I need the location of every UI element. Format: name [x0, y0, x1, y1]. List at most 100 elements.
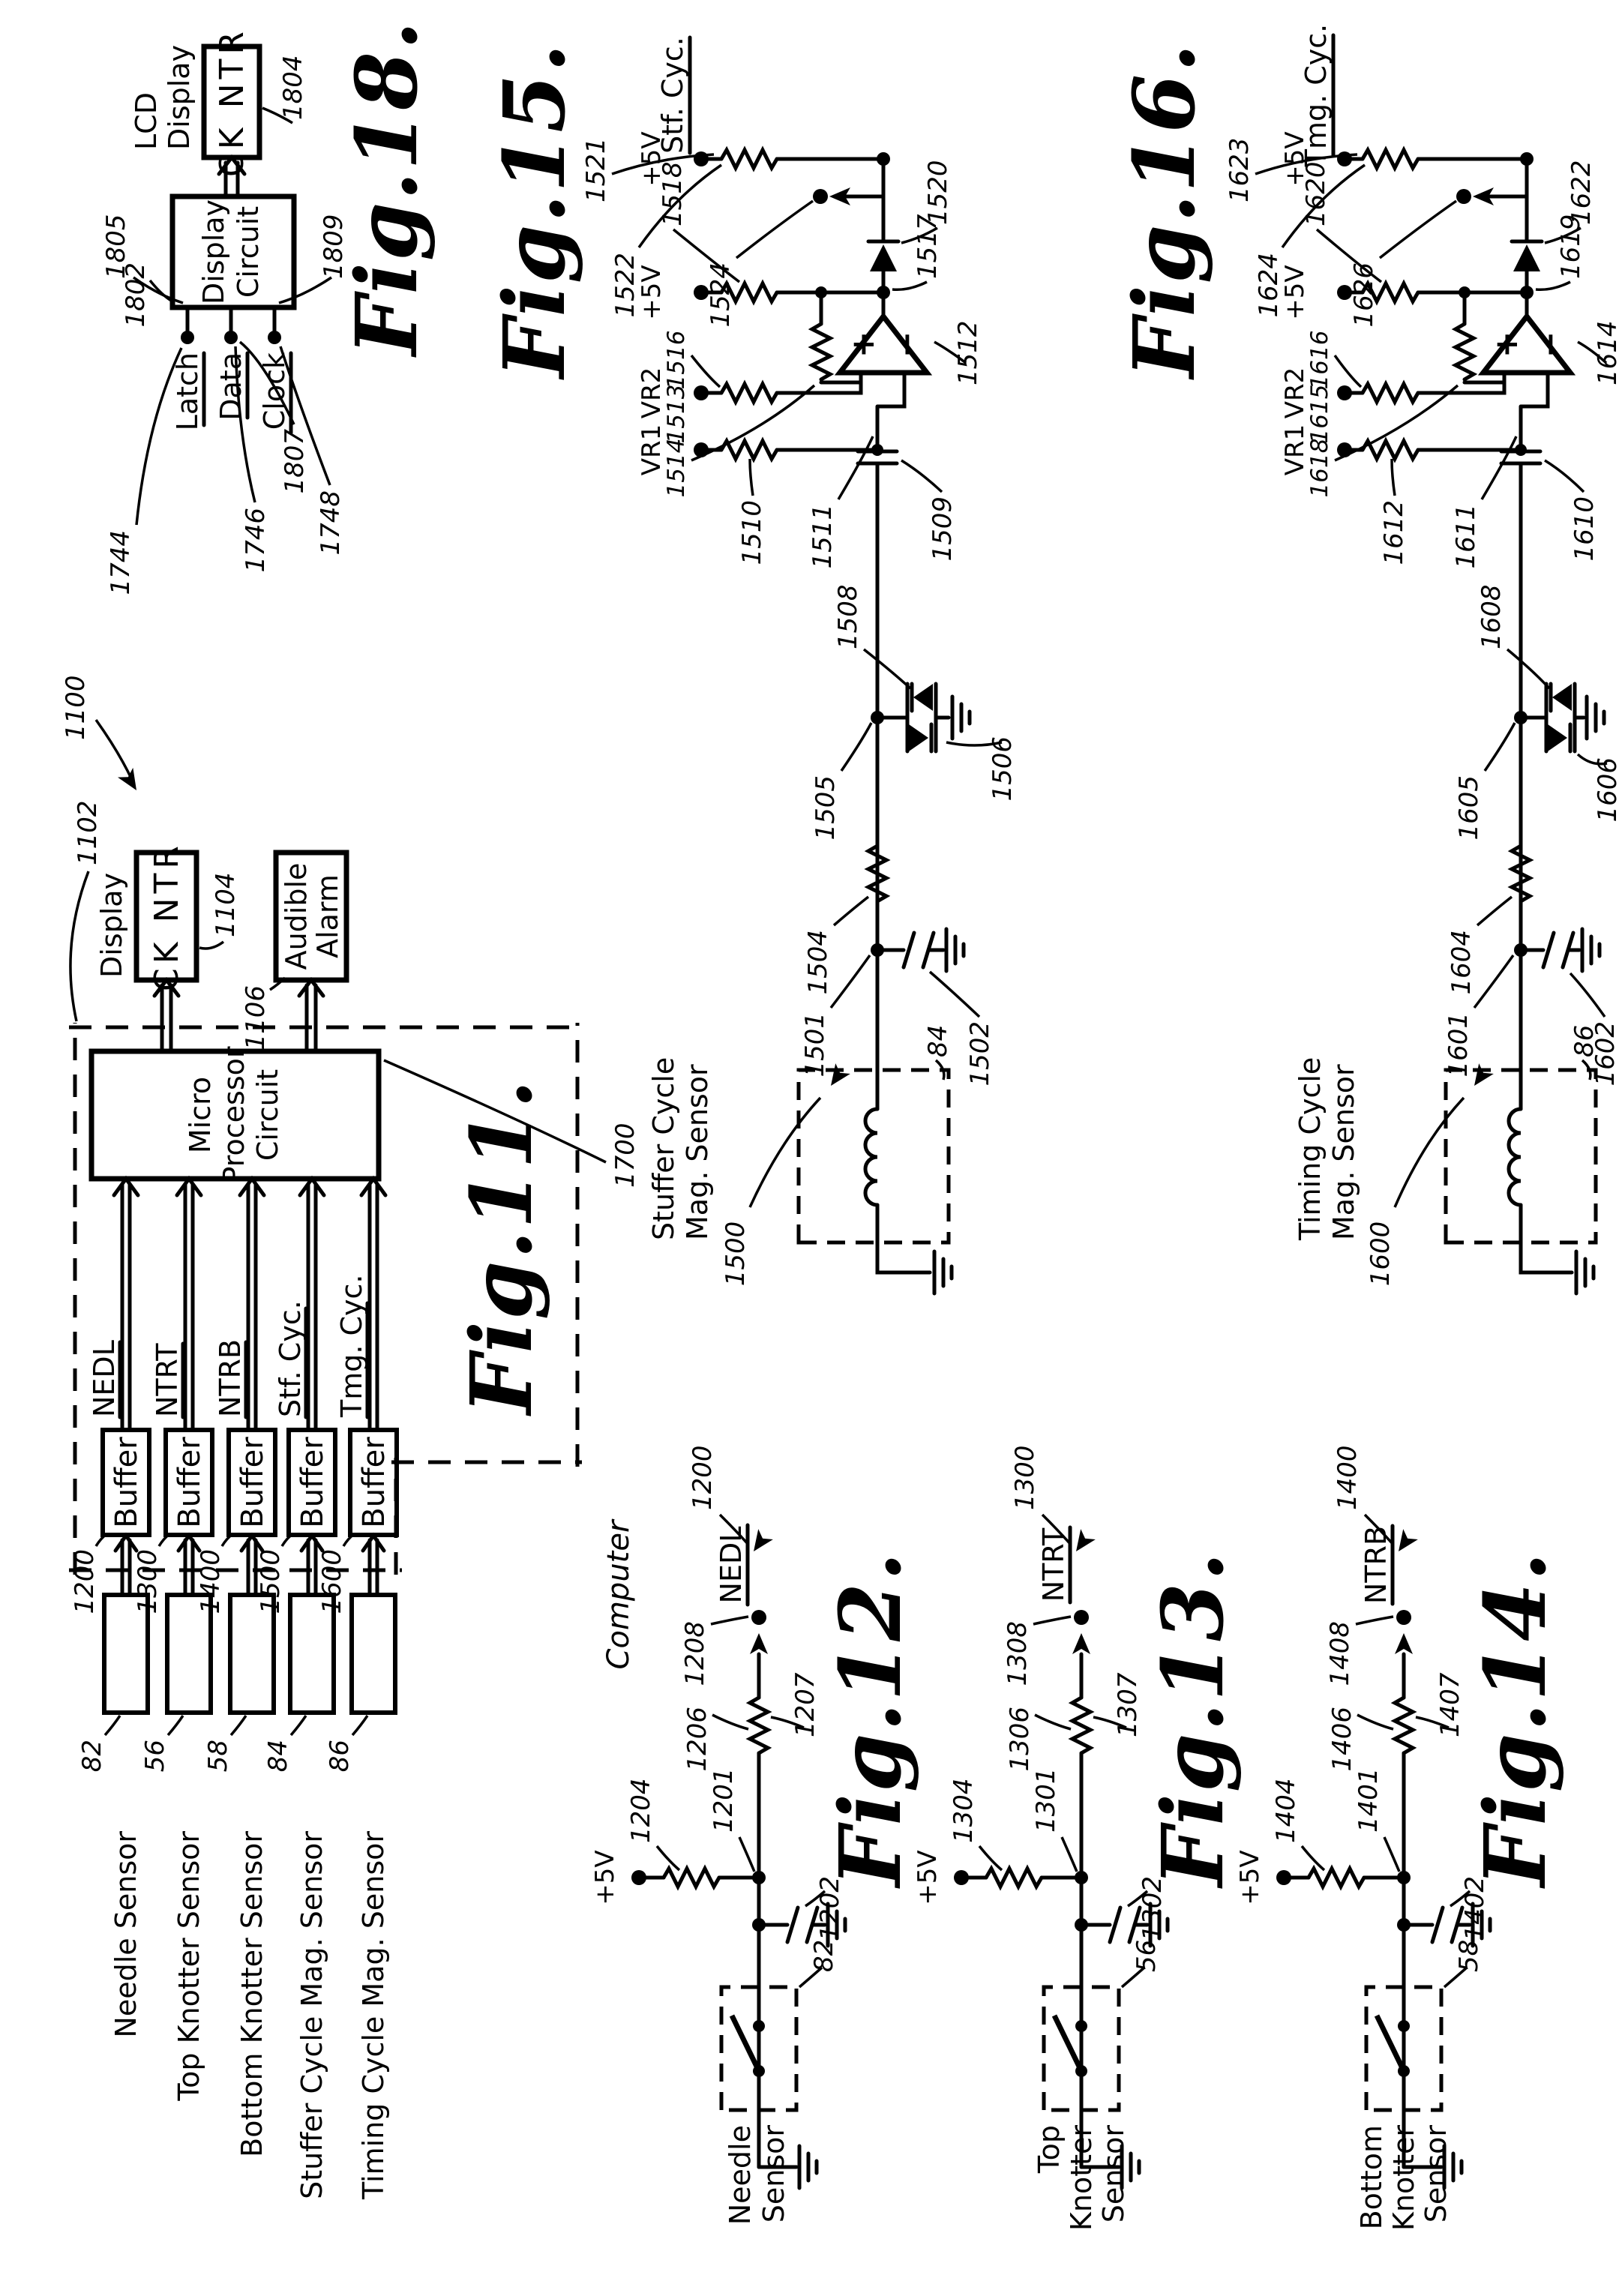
node-out-ref: 1619	[1556, 214, 1586, 279]
cap-shunt-ref: 1602	[1591, 1021, 1619, 1087]
switch-icon	[729, 2014, 762, 2073]
display-circuit-line: Display	[197, 199, 230, 304]
fig15-caption: Fig.15.	[486, 42, 584, 380]
switch-icon	[1051, 2014, 1084, 2073]
sensor-name-line: Mag. Sensor	[1327, 1064, 1360, 1240]
fig11-block-diagram: Needle Sensor 82 Buffer 1200 NEDL Top Kn…	[61, 675, 640, 2200]
fig14-caption: Fig.14.	[1467, 1551, 1565, 1889]
diode-a-ref: 1606	[1593, 757, 1619, 823]
fig12-ref: 1200	[688, 1445, 718, 1510]
terminal-vr2: VR2	[637, 367, 667, 419]
ground-icon	[946, 929, 964, 971]
resistor-icon	[1072, 1698, 1090, 1753]
lcd-label-line: Display	[163, 45, 196, 150]
resistor-icon	[664, 1869, 719, 1887]
diode-b-ref: 1608	[1477, 584, 1507, 649]
display-ref: 1104	[211, 872, 241, 937]
sensor-box	[165, 1593, 213, 1715]
supply-label: +5V	[1235, 1850, 1265, 1905]
lcd-display-text: CK NTR	[213, 27, 251, 177]
cap-ref: 1202	[815, 1876, 845, 1941]
sensor-name-line: Stuffer Cycle	[647, 1057, 680, 1240]
node-clip-ref: 1605	[1454, 775, 1484, 841]
ground-icon	[952, 697, 970, 739]
resistor-icon	[750, 1698, 768, 1753]
buffer-box	[286, 1428, 337, 1537]
resistor-icon	[1395, 1698, 1413, 1753]
fig16-ref: 1600	[1366, 1221, 1396, 1287]
term-ref: 1626	[1349, 262, 1379, 328]
ground-icon	[1582, 929, 1600, 971]
fig15-ref: 1500	[721, 1221, 751, 1287]
resistor-icon	[1456, 324, 1474, 379]
resistor-icon	[721, 384, 777, 402]
sensor-ref: 84	[263, 1740, 293, 1772]
fig15-stuffer-circuit: Fig.15. 1500 Stuffer Cycle Mag. Sensor 8…	[486, 35, 1018, 1293]
out-ref: 1208	[680, 1621, 710, 1686]
bottom-knotter-sensor-box	[1364, 1985, 1444, 2112]
terminal-5v: +5V	[1280, 265, 1310, 319]
display-circuit-line: Circuit	[232, 206, 265, 298]
resistor-icon	[1363, 150, 1418, 168]
sensor-name-line: Needle	[724, 2125, 757, 2225]
sensor-box	[349, 1593, 397, 1715]
opamp-icon	[1477, 312, 1576, 376]
resistor-icon	[812, 324, 830, 379]
r-top2-ref: 1521	[581, 137, 611, 202]
buffer-ref: 1600	[317, 1549, 347, 1614]
data-pin-ref: 1807	[280, 429, 310, 494]
opamp-icon	[834, 312, 933, 376]
fig13-caption: Fig.13.	[1144, 1551, 1243, 1889]
capacitor-icon	[904, 933, 934, 967]
terminal-5v: +5V	[637, 131, 667, 186]
r-fb-ref: 1618	[1306, 439, 1333, 498]
needle-sensor-box	[719, 1985, 799, 2112]
r-series-ref: 1504	[803, 930, 833, 995]
sensor-name-line: Knotter	[1387, 2125, 1420, 2231]
audible-alarm-box	[273, 850, 349, 983]
cap-ref: 1402	[1460, 1876, 1490, 1941]
fig16-caption: Fig.16.	[1116, 42, 1214, 380]
input-latch: Latch	[171, 352, 204, 430]
cap-series-ref: 1610	[1570, 496, 1600, 562]
sensor-ref: 86	[1570, 1025, 1600, 1057]
r-supply-ref: 1204	[626, 1778, 656, 1843]
micro-line: Circuit	[251, 1069, 284, 1161]
counter-display-text: CK NTR	[148, 841, 186, 991]
ground-icon	[934, 1251, 952, 1293]
diode-icon	[909, 724, 928, 751]
sensor-ref: 82	[77, 1740, 107, 1772]
resistor-icon	[986, 1869, 1042, 1887]
sensor-name-line: Mag. Sensor	[681, 1064, 714, 1240]
clock-bus-ref: 1748	[316, 490, 346, 556]
opamp-minus: −	[1531, 331, 1568, 358]
opamp-plus: +	[1488, 331, 1525, 358]
diode-icon	[1513, 244, 1540, 271]
diode-icon	[1548, 724, 1567, 751]
top-knotter-sensor-box	[1042, 1985, 1121, 2112]
terminal-vr2: VR2	[1280, 367, 1310, 419]
sensor-name: Bottom Knotter Sensor	[235, 1831, 268, 2157]
diode-icon	[1552, 684, 1572, 711]
sensor-box	[228, 1593, 276, 1715]
sensor-name: Top Knotter Sensor	[172, 1831, 205, 2102]
terminal-5v: +5V	[1280, 131, 1310, 186]
buffer-label: Buffer	[172, 1437, 207, 1528]
diode-icon	[913, 684, 933, 711]
r-plus-ref: 1615	[1306, 385, 1333, 444]
r-plus2-ref: 1616	[1306, 331, 1333, 390]
capacitor-icon	[1432, 1908, 1462, 1942]
micro-ref: 1700	[610, 1123, 640, 1188]
r-label: 1306	[1005, 1707, 1035, 1772]
r-series-ref: 1604	[1447, 930, 1477, 995]
diode-b-ref: 1508	[833, 584, 863, 649]
sensor-name-line: Top	[1033, 2125, 1066, 2174]
sensor-ref: 84	[923, 1025, 953, 1057]
buffer-box	[100, 1428, 151, 1537]
r-fb-ref: 1514	[663, 439, 690, 498]
sensor-name-line: Sensor	[1420, 2125, 1453, 2223]
r-top2-ref: 1623	[1225, 137, 1255, 202]
r-label2: 1207	[790, 1672, 820, 1737]
